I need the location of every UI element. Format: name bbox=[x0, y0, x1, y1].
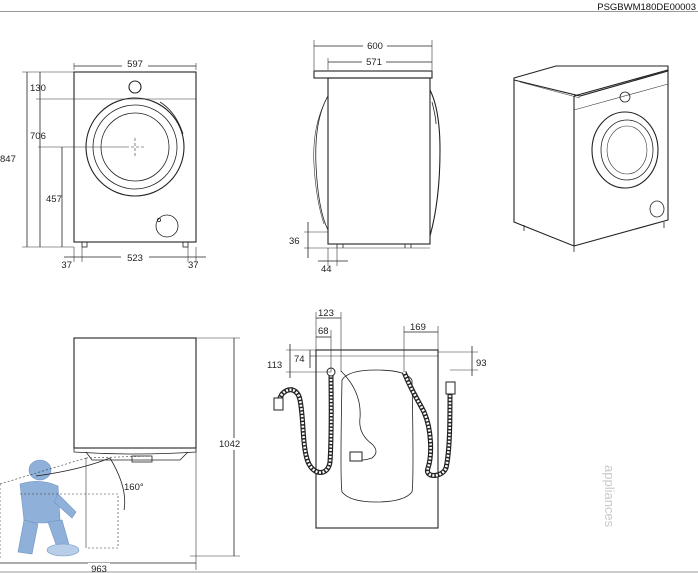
iso-door-outer bbox=[591, 111, 659, 189]
filter-hatch bbox=[155, 214, 179, 238]
side-depth-total-label: 600 bbox=[367, 41, 383, 52]
isometric-view bbox=[513, 65, 669, 252]
front-view: 597 847 130 706 457 37 523 37 bbox=[0, 58, 206, 271]
watermark: appliances bbox=[602, 465, 617, 528]
foot-left bbox=[81, 241, 88, 248]
inlet-hose bbox=[275, 371, 334, 475]
foot-right-label: 37 bbox=[188, 260, 199, 271]
side-body bbox=[327, 77, 431, 245]
hose-offset-68-label: 68 bbox=[318, 326, 329, 337]
drain-connector bbox=[445, 381, 456, 395]
iso-front bbox=[573, 69, 669, 247]
iso-side bbox=[513, 80, 575, 247]
side-door bbox=[429, 89, 441, 237]
foot-right bbox=[182, 241, 189, 248]
door-center-label: 457 bbox=[46, 194, 62, 205]
top-drop-93-label: 93 bbox=[476, 358, 487, 369]
foot-setback-label: 44 bbox=[321, 264, 332, 275]
power-cable bbox=[340, 370, 377, 461]
program-knob bbox=[128, 80, 142, 94]
top-body bbox=[73, 337, 197, 449]
model-code: PSGBWM180DE00003 bbox=[597, 2, 696, 13]
side-depth-body-label: 571 bbox=[366, 57, 382, 68]
top-drop-74-label: 74 bbox=[294, 354, 305, 365]
side-view: 600 571 36 44 bbox=[289, 40, 441, 275]
side-top bbox=[313, 70, 433, 79]
front-body bbox=[73, 71, 197, 243]
total-height-label: 847 bbox=[0, 154, 16, 165]
top-drop-113-label: 113 bbox=[267, 360, 282, 371]
inlet-connector bbox=[273, 397, 284, 411]
door-height-label: 706 bbox=[30, 131, 46, 142]
hose-offset-169-label: 169 bbox=[410, 322, 426, 333]
top-offset-label: 130 bbox=[30, 83, 46, 94]
side-rear-bulge bbox=[315, 95, 329, 231]
power-plug bbox=[349, 451, 363, 462]
rear-view: 123 68 169 113 74 93 bbox=[267, 308, 487, 529]
door-swing-arc bbox=[35, 457, 111, 477]
foot-left-label: 37 bbox=[61, 260, 72, 271]
door-handle bbox=[159, 101, 184, 135]
hose-offset-123-label: 123 bbox=[318, 308, 334, 319]
iso-filter bbox=[649, 200, 665, 218]
top-view: 160° 1042 963 bbox=[0, 337, 248, 573]
door-angle-label: 160° bbox=[124, 482, 144, 493]
foot-height-label: 36 bbox=[289, 236, 300, 247]
rear-panel bbox=[340, 369, 414, 503]
filter-screw bbox=[156, 217, 161, 222]
iso-door-glass bbox=[600, 119, 654, 181]
foot-span-label: 523 bbox=[127, 253, 143, 264]
person-illustration bbox=[17, 459, 80, 557]
total-width-label: 963 bbox=[91, 564, 107, 573]
top-door-seat bbox=[85, 451, 189, 461]
door-opening-label: 1042 bbox=[219, 439, 240, 450]
iso-knob bbox=[619, 91, 631, 103]
front-width-label: 597 bbox=[127, 59, 143, 70]
rear-body bbox=[315, 349, 439, 529]
